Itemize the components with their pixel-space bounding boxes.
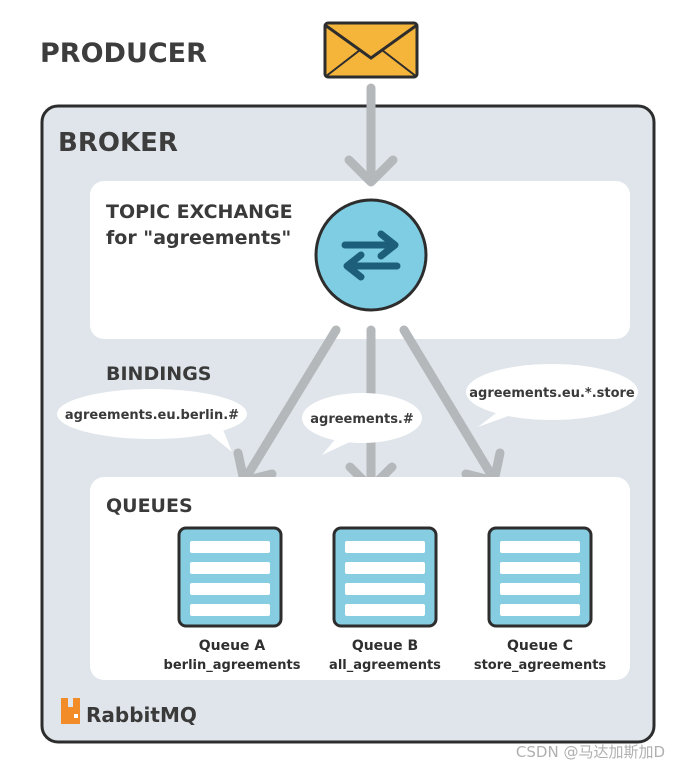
swap-arrows-icon (341, 230, 401, 281)
bindings-label: BINDINGS (106, 363, 211, 385)
exchange-node (314, 198, 428, 312)
binding-bubble-a: agreements.eu.berlin.# (57, 389, 247, 452)
exchange-title: TOPIC EXCHANGE (106, 201, 293, 223)
queue-a-name: Queue A (199, 638, 266, 654)
binding-bubble-b: agreements.# (302, 393, 422, 455)
queue-c-name: Queue C (507, 638, 573, 654)
rabbitmq-logo-icon (61, 698, 80, 724)
queue-a-sub: berlin_agreements (164, 658, 301, 673)
producer-label: PRODUCER (40, 38, 207, 69)
queue-b-sub: all_agreements (329, 658, 441, 673)
queue-b: Queue B all_agreements (329, 526, 441, 673)
watermark: CSDN @马达加斯加D (516, 743, 665, 761)
exchange-subtitle: for "agreements" (106, 227, 291, 249)
brand-label: RabbitMQ (86, 703, 197, 727)
queue-b-name: Queue B (352, 638, 418, 654)
message-envelope-icon (323, 21, 419, 79)
queues-label: QUEUES (106, 495, 193, 517)
binding-bubble-c: agreements.eu.*.store (466, 364, 638, 427)
queue-c: Queue C store_agreements (474, 526, 607, 673)
producer-to-exchange-arrow (344, 83, 398, 187)
broker-label: BROKER (58, 128, 178, 158)
binding-key-a: agreements.eu.berlin.# (65, 408, 239, 423)
queue-a: Queue A berlin_agreements (164, 526, 301, 673)
binding-key-c: agreements.eu.*.store (469, 386, 635, 401)
binding-key-b: agreements.# (310, 412, 414, 427)
queue-c-sub: store_agreements (474, 658, 607, 673)
